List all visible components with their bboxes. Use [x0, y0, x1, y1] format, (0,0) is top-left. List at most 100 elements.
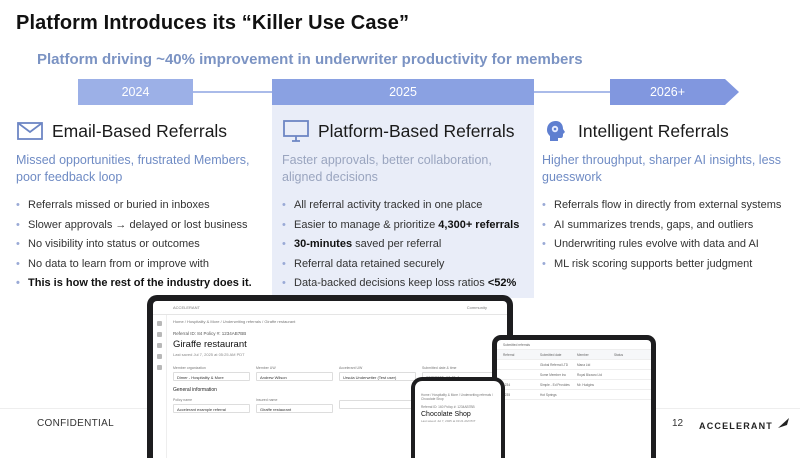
bullet-item: All referral activity tracked in one pla…: [282, 196, 532, 216]
page-title: Platform Introduces its “Killer Use Case…: [16, 12, 410, 34]
sidebar-icon[interactable]: [157, 365, 162, 370]
field-input[interactable]: [339, 400, 416, 409]
column-heading: Platform-Based Referrals: [318, 120, 515, 141]
table-cell: Mr. Hudgins: [577, 382, 595, 387]
app-brand: ACCELERANT: [173, 305, 200, 310]
bullet-item: This is how the rest of the industry doe…: [16, 274, 266, 294]
sidebar-icon[interactable]: [157, 354, 162, 359]
table-cell: 1234: [503, 382, 511, 387]
sidebar-icon[interactable]: [157, 343, 162, 348]
table-cell: Hot Springs: [540, 392, 557, 397]
form-field: [339, 398, 416, 413]
bullet-item: Underwriting rules evolve with data and …: [542, 235, 792, 255]
bullet-highlight: 30-minutes: [294, 238, 353, 250]
bullet-item: Referrals missed or buried in inboxes: [16, 196, 266, 216]
referral-id: Referral ID: 160 Policy #: 1234AB7BB: [421, 405, 475, 409]
field-input[interactable]: Andrew Wilson: [256, 372, 333, 381]
envelope-icon: [16, 119, 44, 143]
logo-text: ACCELERANT: [699, 420, 773, 431]
table-header-cell[interactable]: Referral: [503, 352, 515, 357]
column-header: Email-Based Referrals: [16, 117, 266, 145]
ai-head-icon: [542, 119, 570, 143]
column-platform-based: Platform-Based Referrals Faster approval…: [282, 117, 532, 294]
table-cell: Mana Ltd: [577, 362, 591, 367]
column-header: Platform-Based Referrals: [282, 117, 532, 145]
field-label: Insured name: [256, 398, 278, 402]
timeline-2025: 2025: [272, 79, 534, 105]
field-input[interactable]: Dimer - Hospitality & More: [173, 372, 250, 381]
referral-title: Giraffe restaurant: [173, 339, 247, 350]
table-cell: Some Member Inc: [540, 372, 567, 377]
column-description: Higher throughput, sharper AI insights, …: [542, 153, 782, 184]
tablet-screen: Submitted referrals Referral Submitted d…: [497, 340, 651, 458]
last-saved: Last saved: Jul 7, 2025 at 03:21 AM PDT: [421, 419, 476, 423]
timeline-2026: 2026+: [610, 79, 725, 105]
timeline-connector: [534, 91, 610, 93]
table-row[interactable]: Some Member Inc Royal Bizzaro Ltd: [497, 370, 651, 380]
phone-mockup: Home / Hospitality & More / Underwriting…: [411, 377, 505, 458]
column-heading: Intelligent Referrals: [578, 120, 729, 141]
field-label: Policy name: [173, 398, 193, 402]
table-cell: Global Referral LTD: [540, 362, 569, 367]
field-input[interactable]: Accelerant example referral: [173, 404, 250, 413]
field-label: Accelerant UW: [339, 366, 363, 370]
sidebar-icon[interactable]: [157, 321, 162, 326]
community-menu[interactable]: Community: [466, 305, 487, 310]
tablet-mockup: Submitted referrals Referral Submitted d…: [492, 335, 656, 458]
breadcrumb[interactable]: Home / Hospitality & More / Underwriting…: [173, 319, 296, 324]
bullet-item: Easier to manage & prioritize 4,300+ ref…: [282, 216, 532, 236]
field-label: Submitted date & time: [422, 366, 457, 370]
table-row[interactable]: 1235 Hot Springs: [497, 390, 651, 400]
table-row[interactable]: 1234 Simple - Ed Provides Mr. Hudgins: [497, 380, 651, 390]
form-field: Accelerant UW Ursula Underwriter (Test us…: [339, 366, 416, 381]
field-input[interactable]: Ursula Underwriter (Test user): [339, 372, 416, 381]
section-heading[interactable]: General information: [173, 387, 217, 393]
table-header: Referral Submitted date Member Status: [497, 350, 651, 360]
app-sidebar: [153, 315, 167, 458]
bullet-item: Referrals flow in directly from external…: [542, 196, 792, 216]
bullet-item: 30-minutes saved per referral: [282, 235, 532, 255]
bullet-item: Data-backed decisions keep loss ratios <…: [282, 274, 532, 294]
table-cell: Simple - Ed Provides: [540, 382, 570, 387]
page-subtitle: Platform driving ~40% improvement in und…: [37, 51, 583, 68]
table-header-cell[interactable]: Member: [577, 352, 589, 357]
column-heading: Email-Based Referrals: [52, 120, 228, 141]
breadcrumb[interactable]: Home / Hospitality & More / Underwriting…: [421, 393, 493, 401]
field-label: Member organization: [173, 366, 206, 370]
sidebar-icon[interactable]: [157, 332, 162, 337]
column-description: Missed opportunities, frustrated Members…: [16, 153, 250, 184]
page-number: 12: [672, 418, 684, 429]
app-top-nav: ACCELERANT Community: [153, 301, 507, 315]
column-header: Intelligent Referrals: [542, 117, 792, 145]
table-row[interactable]: Global Referral LTD Mana Ltd: [497, 360, 651, 370]
bullet-item: No data to learn from or improve with: [16, 255, 266, 275]
table-cell: 1235: [503, 392, 511, 397]
logo-mark-icon: [777, 416, 791, 435]
table-header-cell[interactable]: Submitted date: [540, 352, 562, 357]
column-email-based: Email-Based Referrals Missed opportuniti…: [16, 117, 266, 294]
field-label: Member UW: [256, 366, 276, 370]
bullet-list: All referral activity tracked in one pla…: [282, 196, 532, 294]
form-field: Member UW Andrew Wilson: [256, 366, 333, 381]
bullet-item: Referral data retained securely: [282, 255, 532, 275]
bullet-text: Easier to manage & prioritize: [294, 218, 439, 231]
bullet-item: AI summarizes trends, gaps, and outliers: [542, 216, 792, 236]
confidential-label: CONFIDENTIAL: [37, 418, 114, 429]
phone-screen: Home / Hospitality & More / Underwriting…: [415, 381, 501, 458]
bullet-list: Referrals missed or buried in inboxes Sl…: [16, 196, 266, 294]
column-description: Faster approvals, better collaboration, …: [282, 153, 492, 184]
field-input[interactable]: Giraffe restaurant: [256, 404, 333, 413]
timeline-2024: 2024: [78, 79, 193, 105]
bullet-item: No visibility into status or outcomes: [16, 235, 266, 255]
column-intelligent: Intelligent Referrals Higher throughput,…: [542, 117, 792, 274]
referral-title: Chocolate Shop: [421, 411, 471, 418]
table-header-cell[interactable]: Status: [614, 352, 624, 357]
bullet-text: Data-backed decisions keep loss ratios: [294, 277, 488, 289]
tablet-title: Submitted referrals: [503, 342, 530, 347]
accelerant-logo: ACCELERANT: [699, 416, 791, 435]
bullet-text: saved per referral: [352, 238, 442, 250]
bullet-highlight: <52%: [487, 277, 517, 289]
